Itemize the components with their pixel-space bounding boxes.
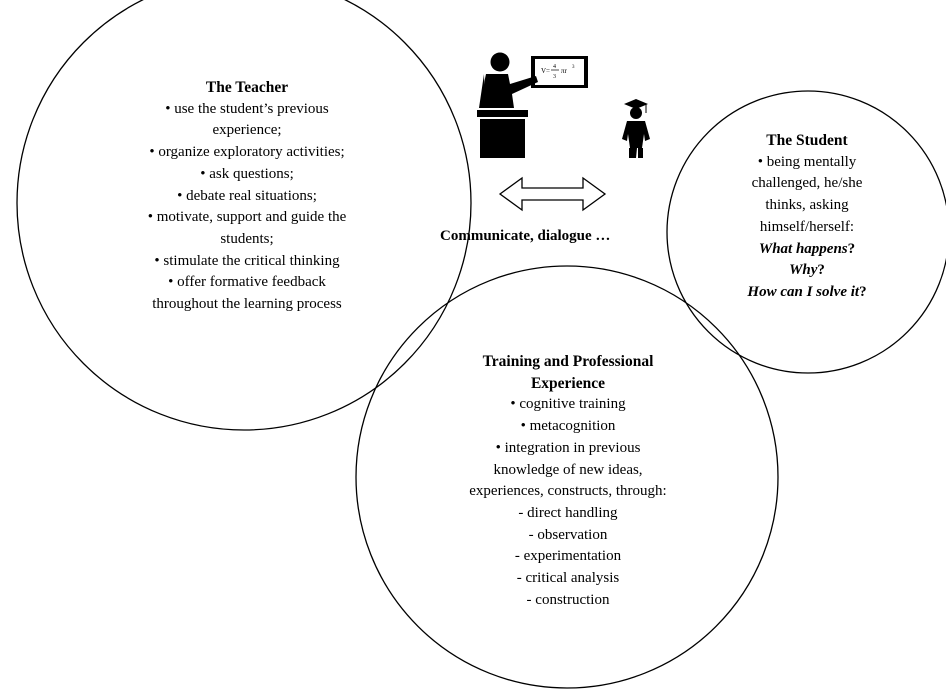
student-line: himself/herself:: [759, 218, 855, 235]
student-line: • being mentally: [757, 153, 857, 170]
connector-caption: Communicate, dialogue …: [440, 228, 611, 244]
training-block: Training and Professional Experience • c…: [418, 351, 718, 611]
training-line: knowledge of new ideas,: [493, 461, 643, 478]
teacher-line: • use the student’s previous: [165, 100, 329, 117]
teacher-line: • ask questions;: [200, 165, 294, 182]
teacher-circle: [16, 0, 472, 431]
student-line: thinks, asking: [765, 197, 849, 214]
teacher-line: students;: [220, 230, 274, 247]
student-title: The Student: [766, 132, 848, 149]
teacher-block: The Teacher • use the student’s previous…: [62, 77, 432, 316]
training-circle: [355, 265, 779, 689]
student-question-why: Why?: [789, 262, 825, 279]
student-block: The Student • being mentally challenged,…: [672, 130, 942, 304]
double-arrow-icon: [498, 176, 607, 212]
board-formula-numerator: 4: [553, 64, 556, 70]
teacher-line: experience;: [212, 122, 282, 139]
training-line: - experimentation: [514, 548, 622, 565]
training-line: • integration in previous: [495, 439, 641, 456]
training-line: - construction: [526, 591, 610, 608]
teacher-line: • organize exploratory activities;: [149, 144, 345, 161]
teacher-line: • debate real situations;: [177, 187, 317, 204]
teacher-at-blackboard-icon: V= 4 3 πr 3: [477, 52, 588, 158]
board-formula-prefix: V=: [541, 67, 550, 75]
training-title-line2: Experience: [530, 374, 606, 392]
student-line: challenged, he/she: [751, 175, 863, 192]
student-circle: [666, 90, 946, 374]
board-formula-suffix: πr: [561, 67, 568, 75]
teacher-title: The Teacher: [205, 79, 289, 96]
training-line: • metacognition: [520, 418, 616, 435]
board-formula-denominator: 3: [553, 74, 556, 80]
graduate-student-icon: [622, 99, 650, 158]
board-formula-exponent: 3: [572, 65, 575, 70]
teacher-line: • stimulate the critical thinking: [154, 252, 340, 269]
teacher-line: • motivate, support and guide the: [147, 209, 347, 226]
training-line: • cognitive training: [510, 396, 626, 413]
training-title-line1: Training and Professional: [482, 353, 654, 370]
training-line: - observation: [528, 526, 608, 543]
student-question-how: How can I solve it?: [747, 283, 867, 300]
training-line: - direct handling: [518, 504, 618, 521]
teacher-line: throughout the learning process: [152, 296, 342, 313]
training-line: - critical analysis: [516, 570, 620, 587]
student-question-what: What happens?: [758, 240, 856, 257]
teacher-line: • offer formative feedback: [168, 274, 326, 291]
training-line: experiences, constructs, through:: [469, 483, 667, 500]
